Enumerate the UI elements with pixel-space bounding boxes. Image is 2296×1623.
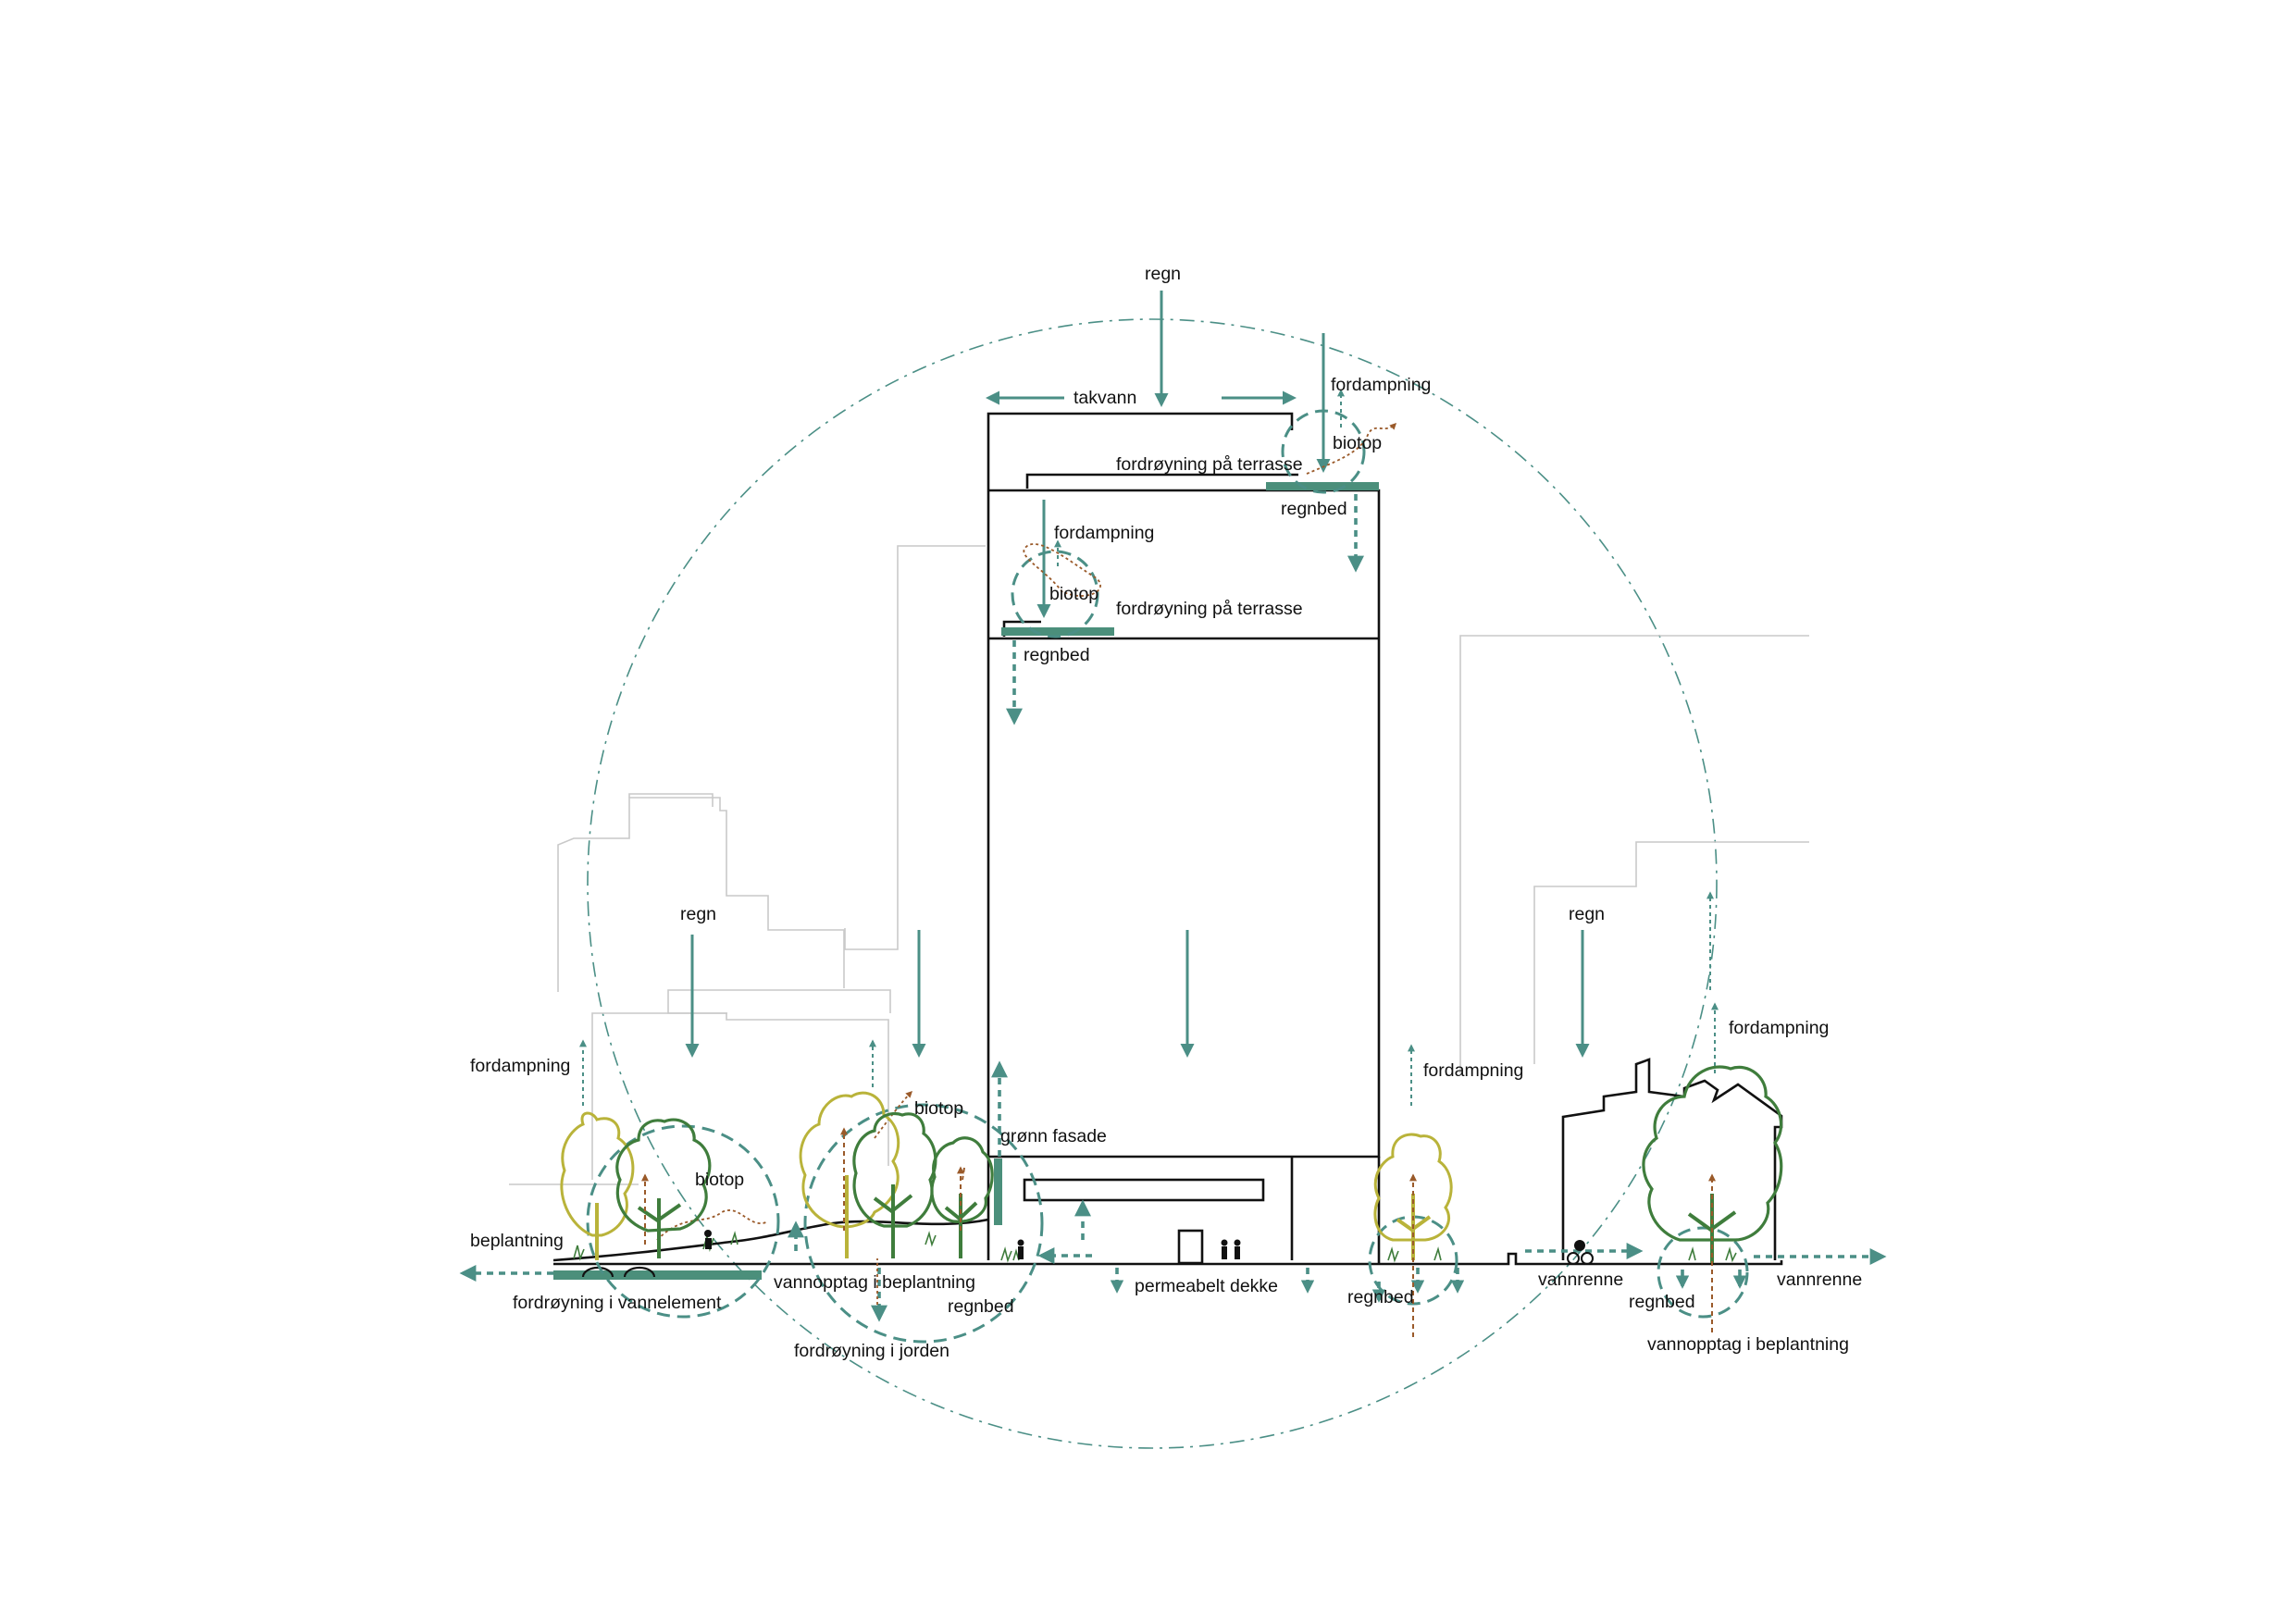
- evaporation-arrows: [579, 389, 1719, 1106]
- labels: regn takvann fordampning biotop fordrøyn…: [470, 264, 1862, 1361]
- green-facade: [994, 1158, 1002, 1225]
- label-biotop-left: biotop: [695, 1170, 744, 1190]
- main-building: [987, 412, 1381, 1265]
- bee-paths: [656, 422, 1397, 1241]
- grass-tufts: [573, 1231, 1737, 1263]
- people: [704, 1230, 1594, 1265]
- label-biotop-terrace: biotop: [1049, 584, 1098, 604]
- label-beplantning-left: beplantning: [470, 1231, 564, 1251]
- biotope-zones: [586, 409, 1749, 1344]
- label-biotop-mid: biotop: [914, 1098, 963, 1119]
- rain-arrows: [685, 291, 1590, 1058]
- label-fordampning-right: fordampning: [1729, 1018, 1829, 1038]
- label-regnbed-right: regnbed: [1629, 1292, 1695, 1312]
- context-buildings: [509, 545, 1809, 1185]
- right-house: [1561, 1058, 1783, 1260]
- label-permeabelt-dekke: permeabelt dekke: [1135, 1276, 1278, 1296]
- runoff-arrows: [459, 494, 1887, 1322]
- label-regnbed-street: regnbed: [1347, 1287, 1414, 1307]
- label-vannopptag: vannopptag i beplantning: [774, 1272, 975, 1293]
- label-vannrenne-2: vannrenne: [1777, 1270, 1862, 1290]
- label-regn-right: regn: [1569, 904, 1605, 924]
- label-regnbed-terrace: regnbed: [1024, 645, 1090, 665]
- site-boundary-circle: [587, 318, 1718, 1449]
- label-vannopptag-right: vannopptag i beplantning: [1647, 1334, 1849, 1355]
- label-fordampning-terrace: fordampning: [1054, 523, 1154, 543]
- trees: [560, 1065, 1783, 1337]
- label-fordampning-street: fordampning: [1423, 1060, 1523, 1081]
- label-fordroyning-jorden: fordrøyning i jorden: [794, 1341, 949, 1361]
- label-fordroyning-terrasse-lower: fordrøyning på terrasse: [1116, 599, 1303, 619]
- label-regn-top: regn: [1145, 264, 1181, 284]
- label-regnbed-mid: regnbed: [948, 1296, 1014, 1317]
- label-regnbed-roof: regnbed: [1281, 499, 1347, 519]
- label-fordroyning-vannelement: fordrøyning i vannelement: [513, 1293, 722, 1313]
- label-regn-left: regn: [680, 904, 716, 924]
- roof-rain-garden: [1266, 482, 1379, 490]
- terrace-rain-garden: [1001, 627, 1114, 636]
- label-takvann: takvann: [1074, 388, 1136, 408]
- label-fordampning-left: fordampning: [470, 1056, 570, 1076]
- label-biotop-roof: biotop: [1333, 433, 1382, 453]
- label-fordampning-roof: fordampning: [1331, 375, 1431, 395]
- water-element: [553, 1270, 762, 1280]
- label-vannrenne-1: vannrenne: [1538, 1270, 1623, 1290]
- label-fordroyning-terrasse-upper: fordrøyning på terrasse: [1116, 454, 1303, 475]
- label-gronn-fasade: grønn fasade: [1000, 1126, 1107, 1146]
